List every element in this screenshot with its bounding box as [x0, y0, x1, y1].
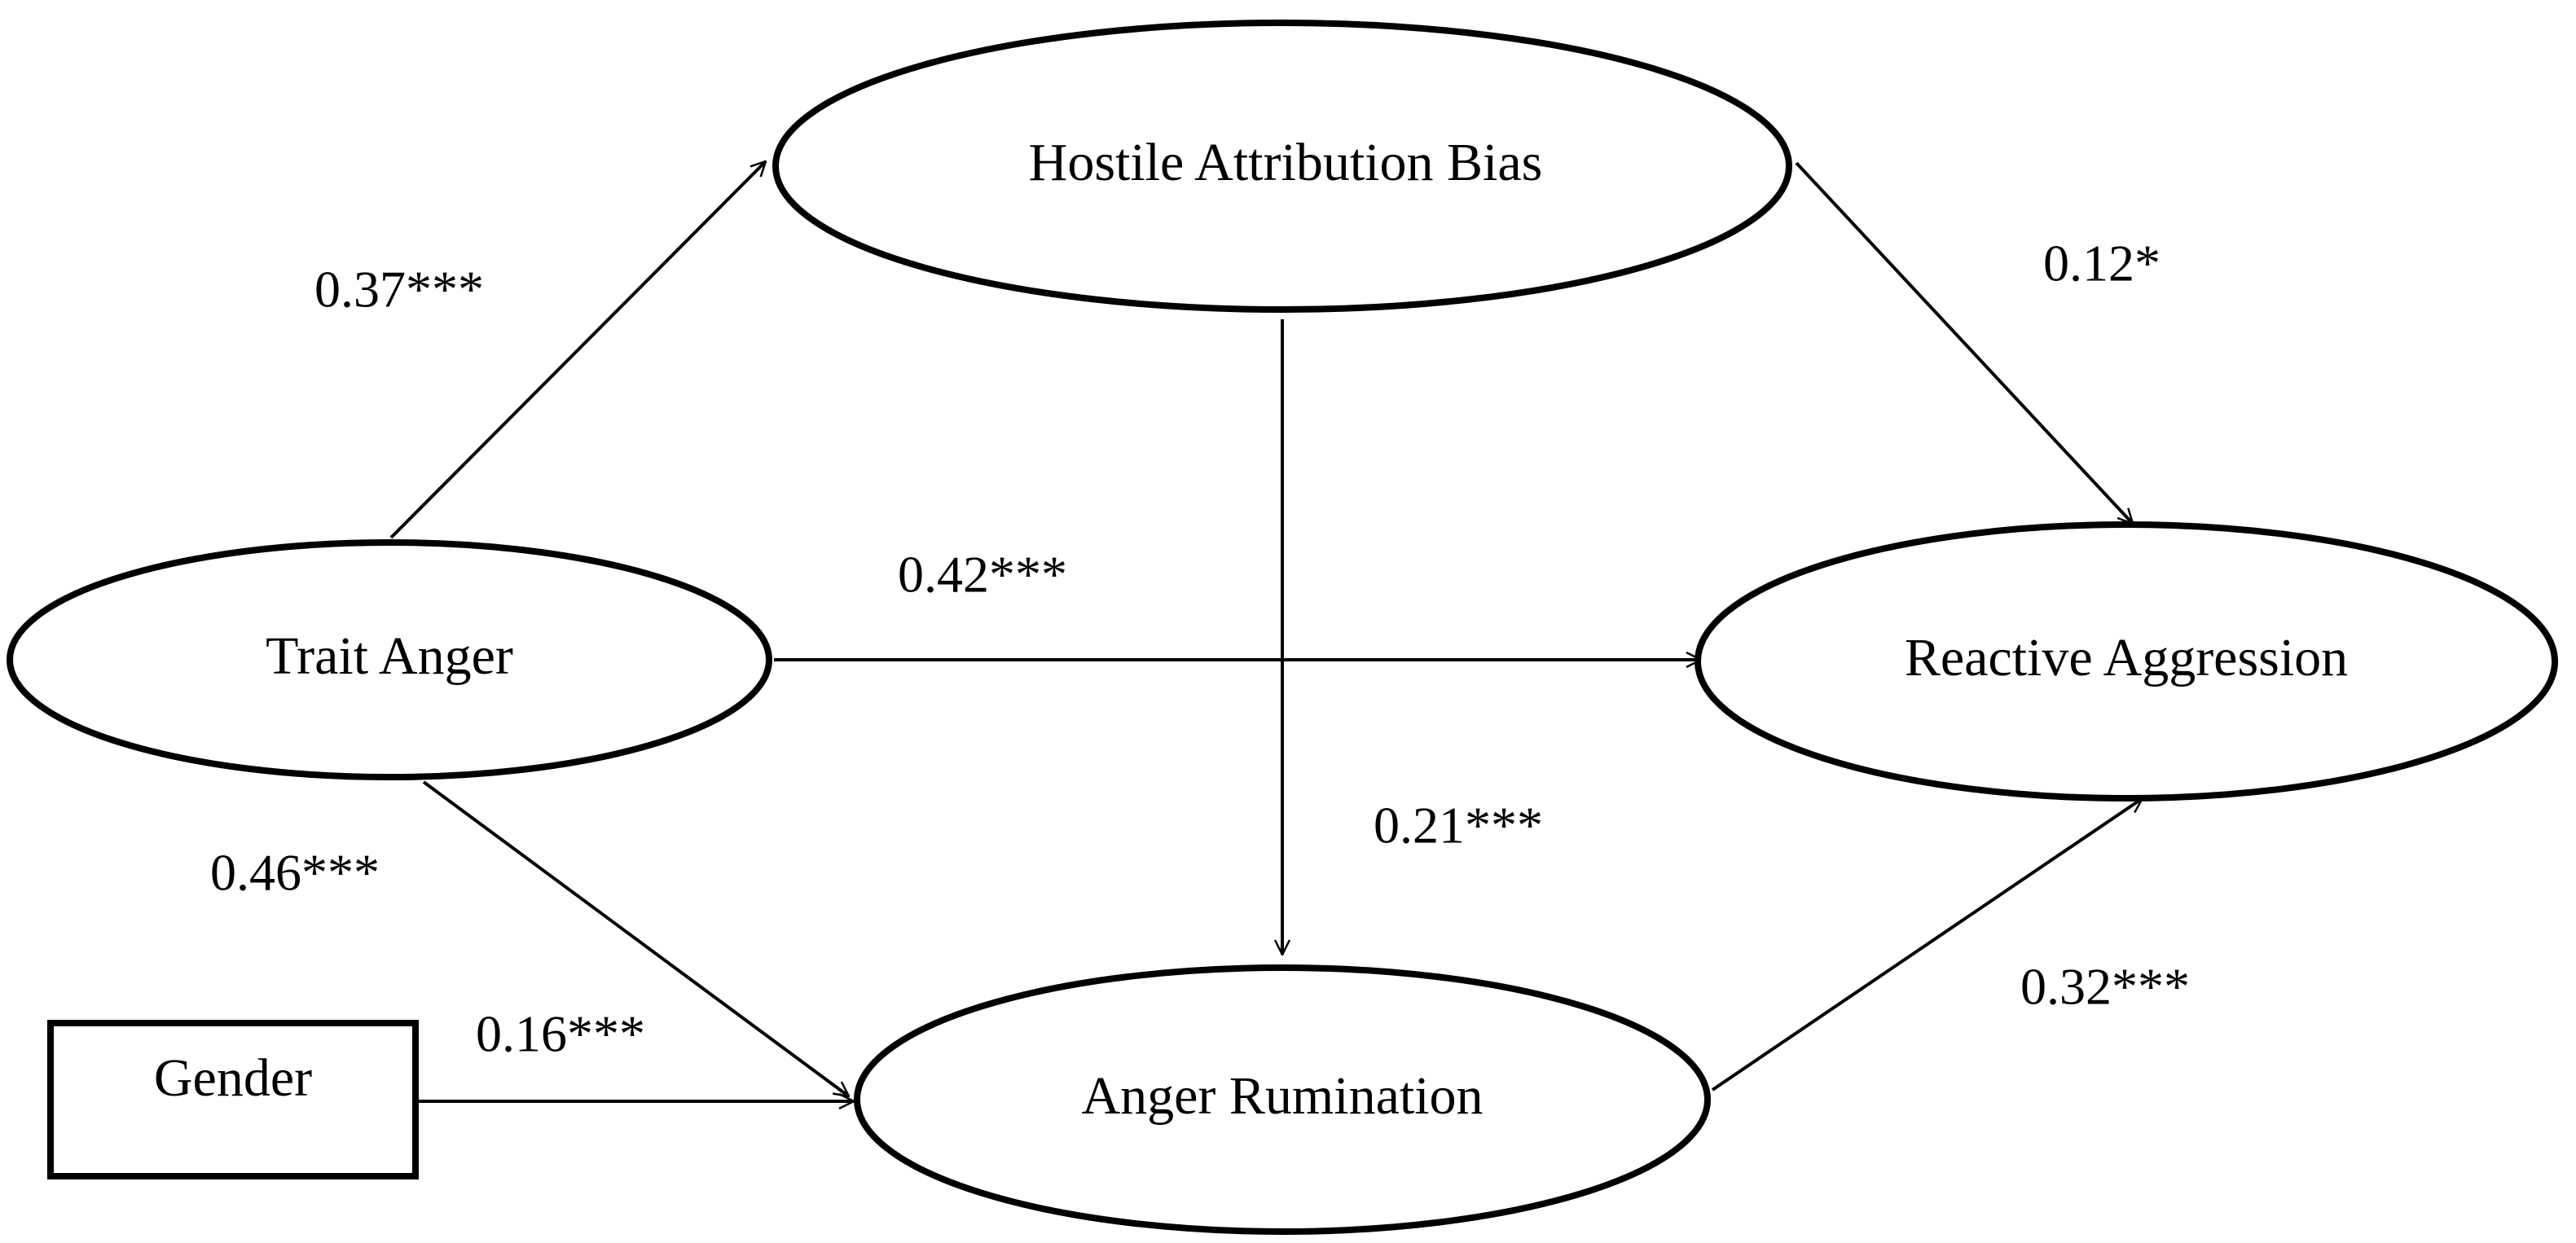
coef-gender-to-rumination: 0.16*** — [476, 1005, 645, 1063]
path-coefficients: 0.37*** 0.12* 0.42*** 0.21*** 0.46*** 0.… — [210, 235, 2190, 1063]
reactive-aggression-label: Reactive Aggression — [1905, 628, 2348, 687]
coef-hostile-to-reactive: 0.12* — [2043, 235, 2161, 292]
gender-box — [47, 1020, 419, 1179]
coef-trait-to-reactive: 0.42*** — [898, 546, 1067, 604]
node-anger-rumination: Anger Rumination — [854, 964, 1711, 1235]
node-gender: Gender — [47, 1020, 419, 1179]
node-hostile-attribution-bias: Hostile Attribution Bias — [772, 20, 1792, 313]
trait-anger-ellipse — [7, 539, 772, 780]
node-trait-anger: Trait Anger — [7, 539, 772, 780]
coef-trait-to-hostile: 0.37*** — [314, 261, 484, 318]
gender-label: Gender — [154, 1048, 312, 1108]
hostile-attribution-bias-label: Hostile Attribution Bias — [1029, 133, 1543, 192]
trait-anger-label: Trait Anger — [266, 626, 513, 686]
edge-trait-to-hostile — [389, 161, 766, 539]
node-reactive-aggression: Reactive Aggression — [1695, 521, 2558, 802]
edges — [389, 161, 2143, 1101]
reactive-aggression-ellipse — [1695, 521, 2558, 802]
edge-hostile-to-reactive — [1795, 161, 2133, 524]
coef-hostile-to-rumination: 0.21*** — [1374, 797, 1543, 854]
edge-rumination-to-reactive — [1711, 797, 2143, 1091]
anger-rumination-label: Anger Rumination — [1081, 1066, 1483, 1126]
hostile-attribution-bias-ellipse — [772, 20, 1792, 313]
anger-rumination-ellipse — [854, 964, 1711, 1235]
coef-rumination-to-reactive: 0.32*** — [2020, 958, 2190, 1016]
edge-trait-to-rumination — [422, 780, 849, 1096]
coef-trait-to-rumination: 0.46*** — [210, 844, 380, 902]
